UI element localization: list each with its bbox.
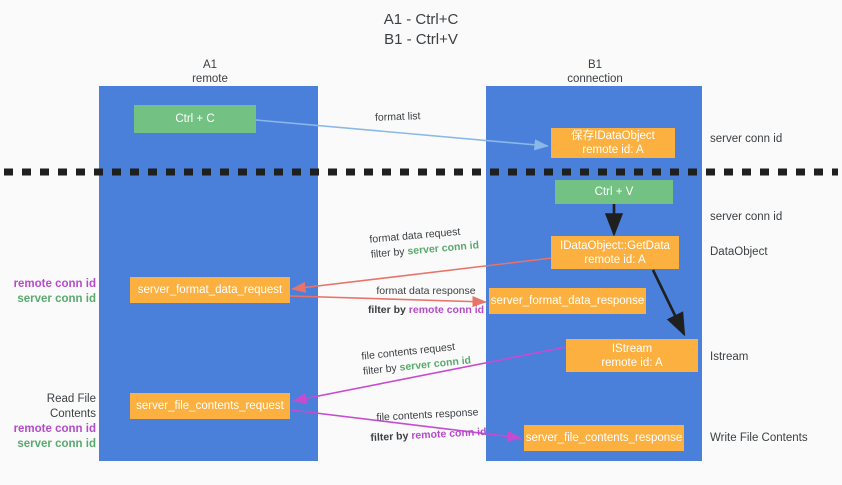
title-line-2: B1 - Ctrl+V (384, 31, 458, 48)
node-server-file-contents-request[interactable]: server_file_contents_request (130, 393, 290, 419)
node-server-file-contents-response-label: server_file_contents_response (525, 432, 683, 444)
node-save-idataobject[interactable]: 保存IDataObject remote id: A (551, 128, 675, 158)
annotation-read-file-contents-title: Read File Contents (46, 393, 96, 420)
node-server-format-data-response[interactable]: server_format_data_response (489, 288, 646, 314)
annotation-left-format-server: server conn id (17, 293, 96, 305)
annotation-right-dataobject: DataObject (710, 246, 768, 258)
diagram-title: A1 - Ctrl+C B1 - Ctrl+V (0, 10, 842, 50)
annotation-left-file-server: server conn id (17, 438, 96, 450)
node-istream-line2: remote id: A (601, 356, 663, 369)
node-idataobject-getdata-line2: remote id: A (584, 253, 646, 266)
annotation-left-format-conn-ids: remote conn id server conn id (8, 277, 96, 307)
node-server-file-contents-response[interactable]: server_file_contents_response (524, 425, 684, 451)
node-ctrl-v[interactable]: Ctrl + V (555, 180, 673, 204)
edge-label-format-data-response: format data response filter by remote co… (341, 284, 511, 318)
node-save-idataobject-line2: remote id: A (582, 144, 644, 156)
annotation-left-read-file-contents: Read File Contents remote conn id server… (4, 392, 96, 452)
filter-prefix-2: filter by (367, 304, 409, 316)
edge-label-file-contents-response: file contents response filter by remote … (347, 404, 509, 447)
node-idataobject-getdata[interactable]: IDataObject::GetData remote id: A (551, 236, 679, 269)
filter-key-remote-conn-id-2: remote conn id (408, 304, 485, 316)
node-ctrl-c[interactable]: Ctrl + C (134, 105, 256, 133)
column-header-b1: B1 connection (505, 58, 685, 86)
annotation-right-write-file-contents: Write File Contents (710, 432, 808, 444)
edge-label-file-contents-request: file contents request filter by server c… (361, 338, 472, 379)
node-istream[interactable]: IStream remote id: A (566, 339, 698, 372)
node-ctrl-c-label: Ctrl + C (175, 113, 215, 125)
column-b1-sub: connection (567, 73, 623, 85)
node-ctrl-v-label: Ctrl + V (594, 186, 634, 198)
column-a1-sub: remote (192, 73, 228, 85)
node-server-file-contents-request-label: server_file_contents_request (136, 400, 284, 412)
filter-prefix-1: filter by (370, 245, 408, 261)
node-server-format-data-request[interactable]: server_format_data_request (130, 277, 290, 303)
column-header-a1: A1 remote (120, 58, 300, 86)
annotation-right-istream: Istream (710, 351, 749, 363)
edge-label-format-data-response-text: format data response (376, 285, 476, 297)
edge-label-format-data-response-filter: filter by remote conn id (341, 303, 511, 318)
annotation-left-format-remote: remote conn id (13, 278, 96, 290)
annotation-right-server-conn-id-mid: server conn id (710, 211, 783, 223)
node-server-format-data-response-label: server_format_data_response (490, 295, 645, 307)
node-idataobject-getdata-line1: IDataObject::GetData (560, 239, 670, 252)
filter-key-remote-conn-id-4: remote conn id (410, 425, 487, 442)
edge-label-file-contents-response-filter: filter by remote conn id (348, 424, 509, 447)
edge-label-format-list: format list (375, 109, 421, 126)
column-a1-name: A1 (202, 59, 218, 71)
node-server-format-data-request-label: server_format_data_request (137, 284, 283, 296)
node-save-idataobject-line1: 保存IDataObject (571, 130, 655, 142)
filter-prefix-4: filter by (370, 429, 412, 445)
annotation-right-server-conn-id-top: server conn id (710, 133, 783, 145)
edge-label-format-list-text: format list (374, 110, 421, 124)
edge-label-format-data-request: format data request filter by server con… (369, 223, 480, 262)
column-b1-name: B1 (587, 59, 603, 71)
title-line-1: A1 - Ctrl+C (383, 11, 459, 28)
filter-prefix-3: filter by (362, 361, 401, 378)
annotation-left-file-remote: remote conn id (13, 423, 96, 435)
edge-label-file-contents-response-text: file contents response (376, 406, 479, 424)
node-istream-line1: IStream (611, 342, 653, 355)
